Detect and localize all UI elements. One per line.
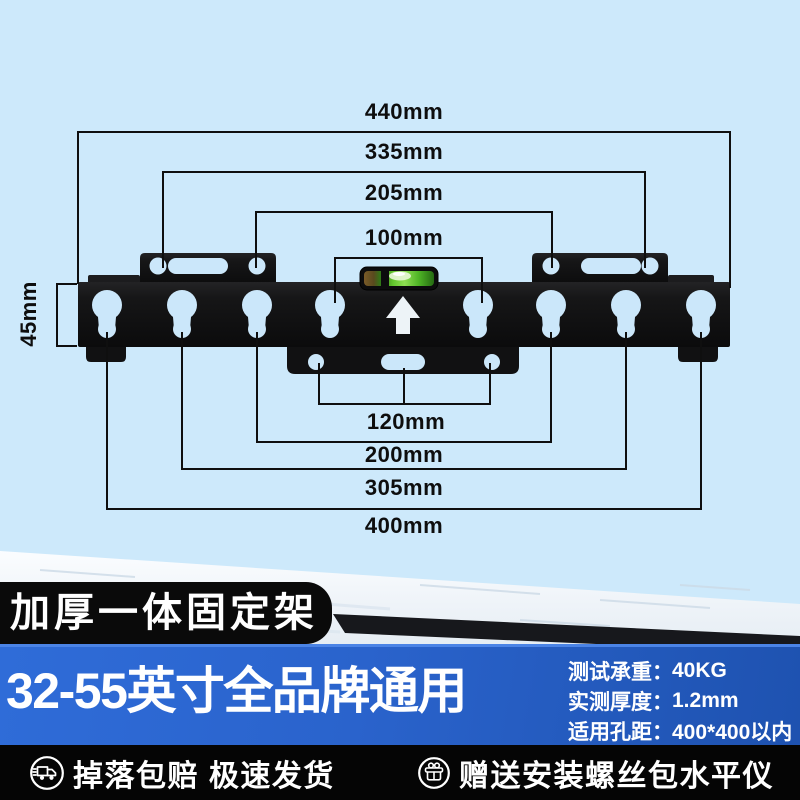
spec-value: 1.2mm: [672, 689, 739, 712]
spirit-level: [359, 266, 439, 291]
footer-left-text: 掉落包赔 极速发货: [73, 759, 335, 793]
service-footer: 掉落包赔 极速发货 赠送安装螺丝包水平仪: [0, 745, 800, 800]
dim-label-335mm: 335mm: [364, 139, 444, 164]
footer-left-group: 掉落包赔 极速发货: [29, 745, 335, 800]
spec-value: 400*400以内: [672, 721, 793, 744]
banner-title: 32-55英寸全品牌通用: [6, 663, 467, 719]
dimension-lines: [56, 131, 731, 510]
table-edge-shadow: [333, 614, 800, 653]
spec-label: 实测厚度：: [568, 691, 673, 714]
spec-list: 测试承重： 40KG 实测厚度： 1.2mm 适用孔距： 400*400以内: [568, 656, 792, 746]
dim-label-120mm: 120mm: [366, 409, 446, 434]
delivery-truck-icon: [30, 755, 64, 790]
spec-label: 测试承重：: [568, 661, 673, 684]
feature-ribbon: 加厚一体固定架: [0, 582, 332, 644]
up-arrow-cutout: [386, 296, 420, 334]
dim-label-205mm: 205mm: [364, 180, 444, 205]
dim-label-200mm: 200mm: [364, 442, 444, 467]
spec-label: 适用孔距：: [568, 721, 673, 744]
footer-right-group: 赠送安装螺丝包水平仪: [417, 745, 774, 800]
footer-right-text: 赠送安装螺丝包水平仪: [459, 759, 774, 793]
gift-box-icon: [418, 756, 450, 789]
spec-row-load: 测试承重： 40KG: [568, 656, 792, 686]
dim-label-45mm: 45mm: [16, 281, 41, 347]
dim-label-440mm: 440mm: [364, 99, 444, 124]
dim-label-100mm: 100mm: [364, 225, 444, 250]
spec-row-hole-pitch: 适用孔距： 400*400以内: [568, 716, 792, 746]
promo-banner: 32-55英寸全品牌通用 测试承重： 40KG 实测厚度： 1.2mm 适用孔距…: [0, 644, 800, 745]
spec-row-thickness: 实测厚度： 1.2mm: [568, 686, 792, 716]
wall-mount-bracket: [78, 253, 730, 374]
dim-label-305mm: 305mm: [364, 475, 444, 500]
spec-value: 40KG: [672, 659, 727, 682]
dim-label-400mm: 400mm: [364, 513, 444, 538]
